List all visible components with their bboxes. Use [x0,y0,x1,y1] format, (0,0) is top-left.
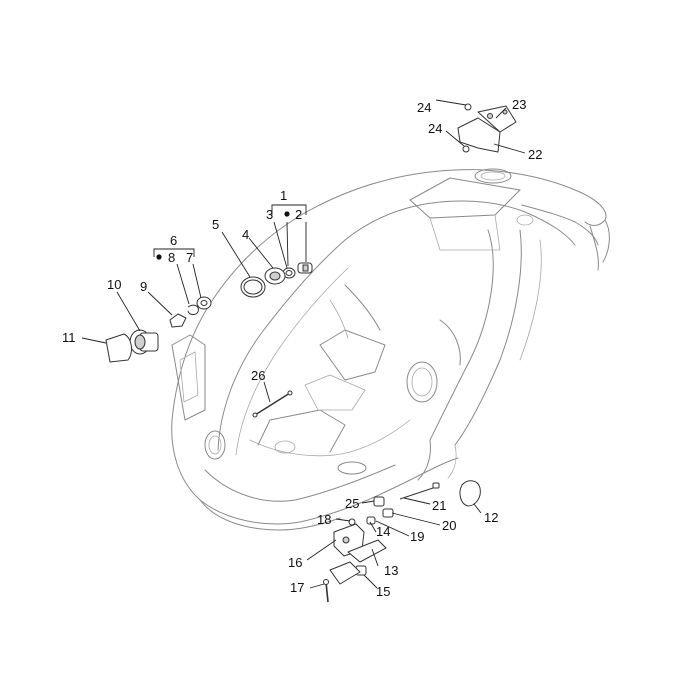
part-13-lever [347,539,387,563]
part-9-insert [169,313,187,328]
part-20-bushing [382,508,394,518]
callout-22: 22 [528,147,542,162]
leader-lines [81,99,526,589]
group-bracket-1 [271,204,307,215]
callout-6: 6 [170,233,177,248]
part-5-retaining-ring [240,276,266,298]
callout-5: 5 [212,217,219,232]
callout-15: 15 [376,584,390,599]
part-16-lower-plate [329,561,361,585]
callout-26: 26 [251,368,265,383]
callout-3: 3 [266,207,273,222]
callout-17: 17 [290,580,304,595]
callout-16: 16 [288,555,302,570]
callout-14: 14 [376,524,390,539]
part-8-clip [187,304,199,315]
callout-11: 11 [62,330,76,345]
bullet-marker-8 [156,254,162,260]
part-22-23-bracket [457,105,517,153]
part-21-rod [399,482,440,500]
part-16-bracket [333,523,365,557]
callout-20: 20 [442,518,456,533]
part-17-bolt [323,579,329,603]
callout-8: 8 [168,250,175,265]
callout-10: 10 [107,277,121,292]
callout-24-top: 24 [417,100,431,115]
part-3-ring [282,267,296,279]
callout-9: 9 [140,279,147,294]
part-7-washer [196,296,212,310]
callout-7: 7 [186,250,193,265]
bullet-marker-3 [284,211,290,217]
callout-1: 1 [280,188,287,203]
callout-4: 4 [242,227,249,242]
part-11-cover [105,333,132,363]
part-2-lock-barrel [297,262,313,274]
scooter-frame [171,168,610,531]
part-26-rod [252,390,293,418]
callout-25: 25 [345,496,359,511]
callout-12: 12 [484,510,498,525]
callout-2: 2 [295,207,302,222]
callout-19: 19 [410,529,424,544]
part-25-clip [373,496,385,507]
group-bracket-6 [153,248,195,257]
callout-13: 13 [384,563,398,578]
part-10-horn [129,329,159,355]
callout-labels: 1 2 3 4 5 6 7 8 9 10 11 12 13 14 15 16 1… [62,97,542,599]
callout-21: 21 [432,498,446,513]
callout-23: 23 [512,97,526,112]
part-4-lock-cylinder [264,267,286,285]
callout-18: 18 [317,512,331,527]
part-12-gasket [459,480,481,507]
callout-24-bottom: 24 [428,121,442,136]
part-24-screws [462,103,472,153]
part-18-screw [348,518,356,526]
